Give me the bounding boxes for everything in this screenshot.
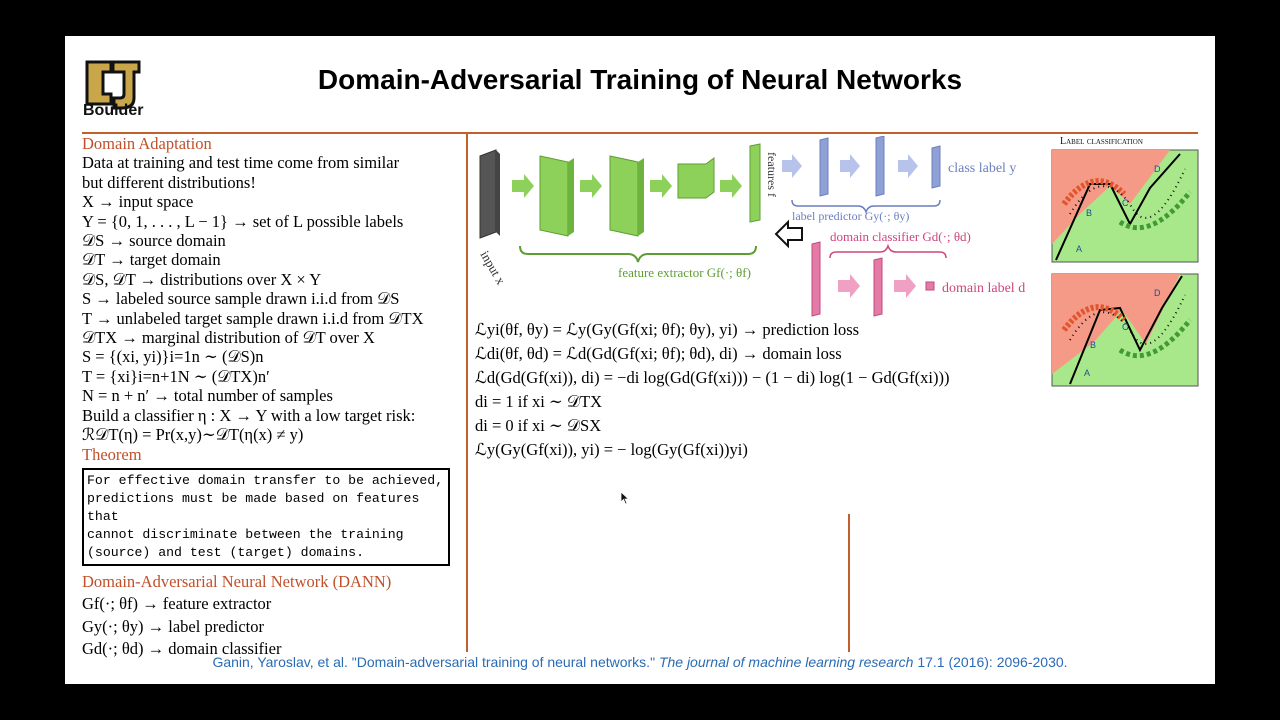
citation-details: 17.1 (2016): 2096-2030. bbox=[917, 654, 1068, 670]
logo-text: Boulder bbox=[83, 102, 144, 119]
theorem-line: For effective domain transfer to be achi… bbox=[87, 472, 444, 488]
text-line: Y = {0, 1, . . . , L − 1} → set of L pos… bbox=[82, 211, 404, 231]
point-label-b-2: B bbox=[1090, 340, 1096, 350]
text-line: Build a classifier η : X → Y with a low … bbox=[82, 405, 416, 425]
text-line: Data at training and test time come from… bbox=[82, 153, 400, 173]
text-line: X → input space bbox=[82, 192, 194, 212]
section-heading-theorem: Theorem bbox=[82, 444, 142, 464]
text-line: T → unlabeled target sample drawn i.i.d … bbox=[82, 308, 424, 328]
text-line: S = {(xi, yi)}i=1n ∼ (𝒟S)n bbox=[82, 347, 264, 367]
text-line: 𝒟T → target domain bbox=[82, 250, 221, 270]
label-predictor-label: label predictor Gy(·; θy) bbox=[792, 209, 909, 223]
text-line: 𝒟TX → marginal distribution of 𝒟T over X bbox=[82, 328, 375, 348]
point-label-a-2: A bbox=[1084, 368, 1090, 378]
text-line: ℛ𝒟T(η) = Pr(x,y)∼𝒟T(η(x) ≠ y) bbox=[82, 425, 304, 445]
text-line: Gd(·; θd) → domain classifier bbox=[82, 639, 282, 659]
left-column: Domain Adaptation Data at training and t… bbox=[82, 134, 466, 659]
point-label-d-2: D bbox=[1154, 288, 1161, 298]
class-label-text: class label y bbox=[948, 161, 1016, 176]
dann-architecture-diagram: input x features f feature extractor Gf(… bbox=[477, 136, 1025, 317]
thumbnails-title: Label classification bbox=[1060, 136, 1143, 147]
point-label-a: A bbox=[1076, 244, 1082, 254]
theorem-line: cannot discriminate between the training bbox=[87, 526, 404, 542]
equation-di-source: di = 0 if xi ∼ 𝒟SX bbox=[475, 416, 602, 435]
slide: Boulder Domain-Adversarial Training of N… bbox=[65, 36, 1215, 684]
cu-logo-icon bbox=[85, 60, 141, 110]
theorem-line: (source) and test (target) domains. bbox=[87, 544, 364, 560]
equation-label-loss: ℒy(Gy(Gf(xi)), yi) = − log(Gy(Gf(xi))yi) bbox=[475, 440, 748, 459]
point-label-c: C bbox=[1122, 198, 1129, 208]
equations-block: ℒyi(θf, θy) = ℒy(Gy(Gf(xi; θf); θy), yi)… bbox=[475, 318, 1035, 462]
thumbnail-plot-1: A B C D bbox=[1051, 149, 1199, 263]
text-line: 𝒟S → source domain bbox=[82, 231, 226, 251]
section-heading-domain-adaptation: Domain Adaptation bbox=[82, 134, 212, 153]
point-label-d: D bbox=[1154, 164, 1161, 174]
theorem-line: predictions must be made based on featur… bbox=[87, 490, 420, 524]
text-line: but different distributions! bbox=[82, 172, 256, 192]
label-classification-thumbnails: Label classification A B C D A B C D bbox=[1051, 136, 1199, 387]
citation-authors: Ganin, Yaroslav, et al. "Domain-adversar… bbox=[212, 654, 656, 670]
domain-classifier-label: domain classifier Gd(·; θd) bbox=[830, 229, 971, 244]
citation-journal: The journal of machine learning research bbox=[658, 654, 914, 670]
column-divider-right bbox=[848, 514, 850, 652]
thumbnail-plot-2: A B C D bbox=[1051, 273, 1199, 387]
text-line: Gy(·; θy) → label predictor bbox=[82, 616, 265, 636]
mouse-cursor-icon bbox=[620, 491, 630, 505]
header-divider bbox=[82, 132, 1198, 134]
point-label-c-2: C bbox=[1122, 322, 1129, 332]
page-title: Domain-Adversarial Training of Neural Ne… bbox=[317, 64, 963, 95]
domain-label-text: domain label d bbox=[942, 281, 1025, 296]
equation-prediction-loss: ℒyi(θf, θy) = ℒy(Gy(Gf(xi; θf); θy), yi)… bbox=[475, 320, 860, 339]
equation-domain-loss: ℒdi(θf, θd) = ℒd(Gd(Gf(xi; θf); θd), di)… bbox=[475, 344, 842, 363]
citation: Ganin, Yaroslav, et al. "Domain-adversar… bbox=[65, 654, 1215, 670]
gradient-reversal-icon bbox=[774, 219, 803, 249]
text-line: S → labeled source sample drawn i.i.d fr… bbox=[82, 289, 400, 309]
features-label: features f bbox=[765, 152, 779, 197]
input-label: input x bbox=[477, 248, 508, 288]
column-divider bbox=[466, 134, 468, 652]
equation-di-target: di = 1 if xi ∼ 𝒟TX bbox=[475, 392, 603, 411]
section-heading-dann: Domain-Adversarial Neural Network (DANN) bbox=[82, 571, 392, 591]
point-label-b: B bbox=[1086, 208, 1092, 218]
text-line: T = {xi}i=n+1N ∼ (𝒟TX)n′ bbox=[82, 366, 270, 386]
equation-domain-cross-entropy: ℒd(Gd(Gf(xi)), di) = −di log(Gd(Gf(xi)))… bbox=[475, 368, 950, 387]
text-line: 𝒟S, 𝒟T → distributions over X × Y bbox=[82, 269, 322, 289]
text-line: N = n + n′ → total number of samples bbox=[82, 386, 333, 406]
feature-extractor-label: feature extractor Gf(·; θf) bbox=[618, 265, 751, 280]
theorem-box: For effective domain transfer to be achi… bbox=[82, 467, 450, 566]
text-line: Gf(·; θf) → feature extractor bbox=[82, 594, 272, 614]
